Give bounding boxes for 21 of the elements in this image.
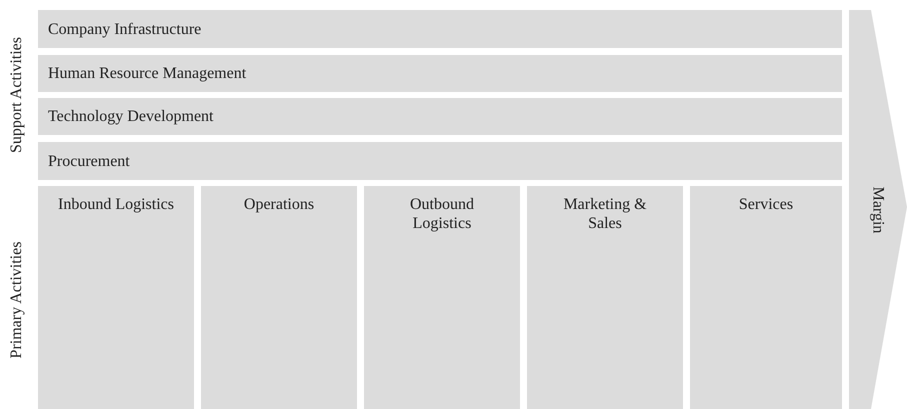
- primary-activity-column: [690, 186, 842, 409]
- activity-label: Human Resource Management: [48, 64, 246, 83]
- primary-activity-column: [38, 186, 194, 409]
- activity-label: Outbound Logistics: [410, 196, 474, 232]
- support-activity-bar: [38, 98, 842, 135]
- activity-label: Operations: [244, 196, 314, 213]
- activity-label: Inbound Logistics: [58, 196, 174, 213]
- support-activity-bar: [38, 55, 842, 92]
- primary-activity-column: [527, 186, 683, 409]
- support-activity-bar: [38, 142, 842, 180]
- activity-group-label: Primary Activities: [8, 242, 26, 358]
- primary-activity-column: [201, 186, 357, 409]
- support-activity-bar: [38, 10, 842, 48]
- activity-label: Company Infrastructure: [48, 20, 202, 38]
- activity-label: Marketing & Sales: [563, 196, 647, 232]
- margin-label: Margin: [868, 186, 888, 234]
- activity-group-label: Support Activities: [8, 37, 26, 153]
- primary-activity-column: [364, 186, 520, 409]
- activity-label: Services: [738, 196, 794, 213]
- activity-label: Technology Development: [48, 107, 214, 126]
- activity-label: Procurement: [48, 152, 130, 170]
